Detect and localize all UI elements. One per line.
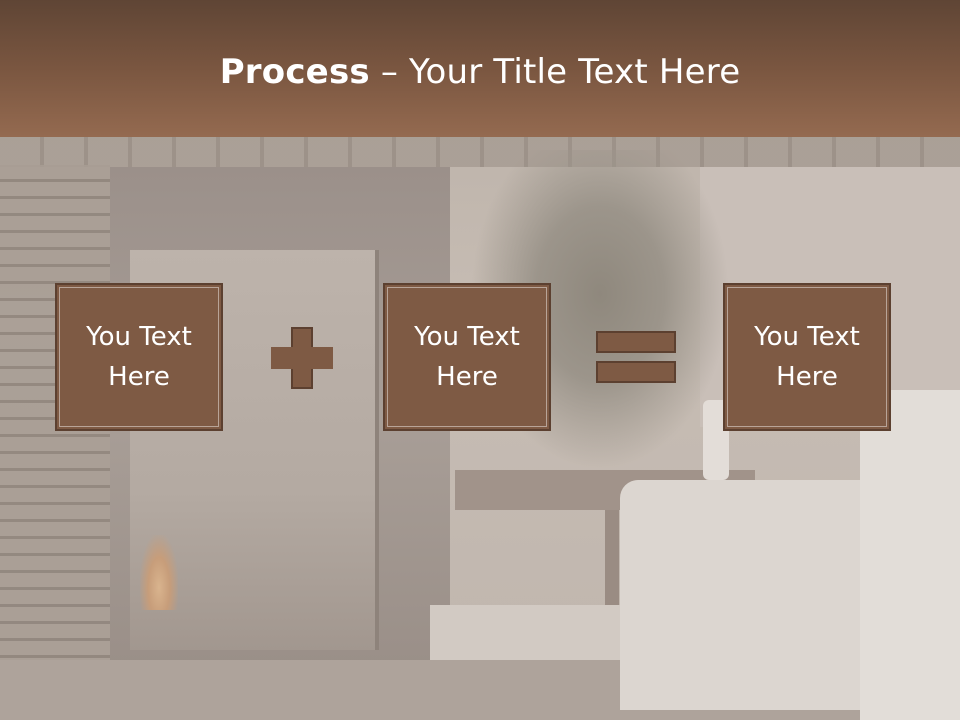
process-box-1-line2: Here [108, 362, 170, 392]
process-box-3-line2: Here [776, 362, 838, 392]
plus-icon-horizontal [271, 347, 333, 369]
stone-wall [0, 165, 110, 720]
sofa-arm [860, 390, 960, 720]
process-box-1[interactable]: You Text Here [55, 283, 223, 431]
process-box-1-line1: You Text [86, 322, 192, 352]
process-box-3[interactable]: You Text Here [723, 283, 891, 431]
title-bold: Process [219, 52, 370, 92]
equals-icon-top [596, 331, 676, 353]
fire-flame [140, 535, 178, 610]
process-box-1-text: You Text Here [69, 317, 209, 397]
process-box-3-line1: You Text [754, 322, 860, 352]
equals-icon-bottom [596, 361, 676, 383]
process-box-3-text: You Text Here [737, 317, 877, 397]
sofa [620, 480, 900, 710]
process-box-2[interactable]: You Text Here [383, 283, 551, 431]
process-box-2-line1: You Text [414, 322, 520, 352]
title-rest: – Your Title Text Here [369, 52, 741, 92]
process-box-2-line2: Here [436, 362, 498, 392]
process-box-2-text: You Text Here [397, 317, 537, 397]
title-bar: Process – Your Title Text Here [0, 0, 960, 137]
slide-title[interactable]: Process – Your Title Text Here [0, 52, 960, 92]
